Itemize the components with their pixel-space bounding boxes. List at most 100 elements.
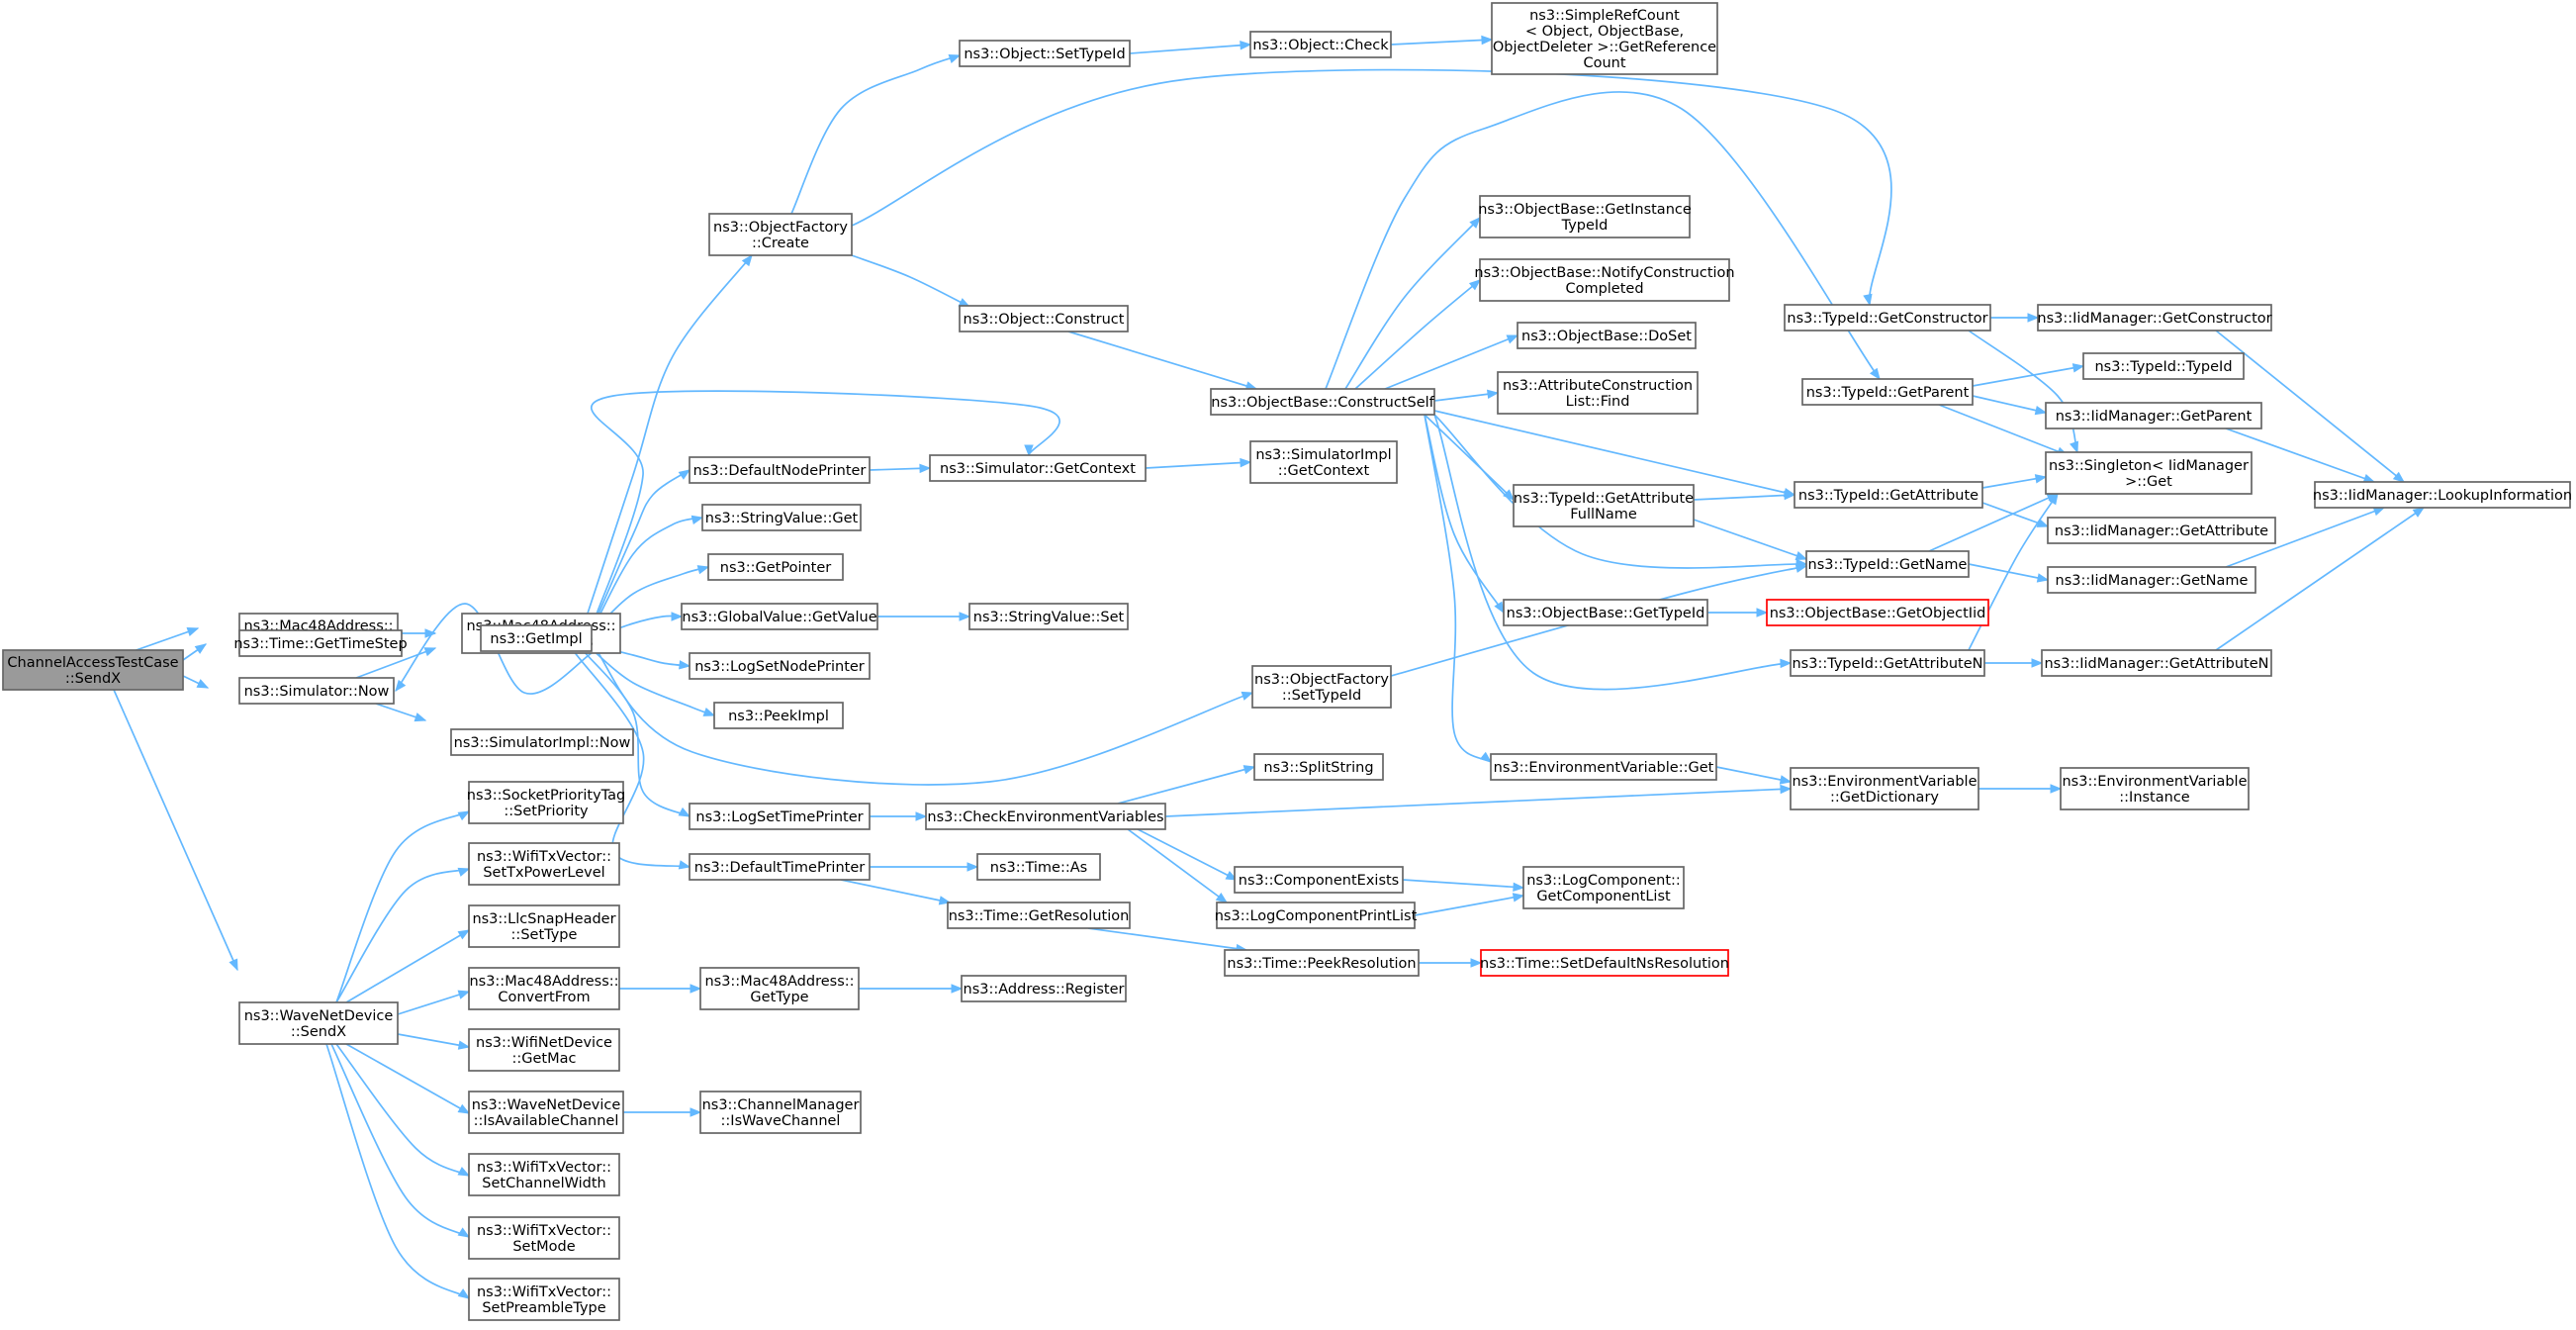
node-checkenv[interactable]: ns3::CheckEnvironmentVariables xyxy=(925,803,1166,830)
node-box xyxy=(1513,484,1695,527)
node-iid-getattributen[interactable]: ns3::IidManager::GetAttributeN xyxy=(2041,649,2272,677)
node-iid-getname[interactable]: ns3::IidManager::GetName xyxy=(2047,566,2256,594)
node-objbase-getobjectiid[interactable]: ns3::ObjectBase::GetObjectIid xyxy=(1766,599,1989,626)
node-typeid-getconstructor[interactable]: ns3::TypeId::GetConstructor xyxy=(1784,304,1991,332)
node-getpointer[interactable]: ns3::GetPointer xyxy=(707,553,844,581)
node-objbase-gettypeid[interactable]: ns3::ObjectBase::GetTypeId xyxy=(1503,599,1708,626)
node-time-as[interactable]: ns3::Time::As xyxy=(976,853,1101,881)
edge-checkenv-to-splitstring xyxy=(1117,766,1255,805)
edge-objbase_constructself-to-typeid_getparent xyxy=(1325,91,1881,390)
arrowhead-iid_getconstructor xyxy=(2027,313,2040,323)
arrowhead-iid_getname xyxy=(2036,573,2050,583)
node-logcomponentprintlist[interactable]: ns3::LogComponentPrintList xyxy=(1215,902,1418,929)
node-box xyxy=(1784,304,1991,332)
node-wifitxvector-settxpowerlevel[interactable]: ns3::WifiTxVector::SetTxPowerLevel xyxy=(468,842,620,886)
node-time-gettimestep[interactable]: ns3::Time::GetTimeStep xyxy=(233,629,408,657)
node-label: ObjectDeleter >::GetReference xyxy=(1493,40,1716,55)
node-globalvalue-getvalue[interactable]: ns3::GlobalValue::GetValue xyxy=(681,603,878,630)
edge-sim_getcontext-to-simimpl_getcontext xyxy=(1145,461,1251,469)
node-getimpl[interactable]: ns3::GetImpl xyxy=(480,624,593,652)
node-obj-construct[interactable]: ns3::Object::Construct xyxy=(959,305,1129,332)
node-label: ns3::EnvironmentVariable::Get xyxy=(1494,760,1714,776)
node-typeid-getparent[interactable]: ns3::TypeId::GetParent xyxy=(1801,378,1974,406)
node-stringvalue-set[interactable]: ns3::StringValue::Set xyxy=(968,603,1129,630)
node-typeid-getname[interactable]: ns3::TypeId::GetName xyxy=(1805,550,1970,578)
node-wifitxvector-setpreambletype[interactable]: ns3::WifiTxVector::SetPreambleType xyxy=(468,1278,620,1321)
node-time-getresolution[interactable]: ns3::Time::GetResolution xyxy=(947,902,1131,929)
edge-wave_sendx-to-wifitxvector_setmode xyxy=(330,1043,470,1238)
node-logsetnodeprinter[interactable]: ns3::LogSetNodePrinter xyxy=(689,652,871,680)
node-envvar-instance[interactable]: ns3::EnvironmentVariable::Instance xyxy=(2060,767,2250,810)
node-wifitxvector-setchannelwidth[interactable]: ns3::WifiTxVector::SetChannelWidth xyxy=(468,1153,620,1196)
node-sim-getcontext[interactable]: ns3::Simulator::GetContext xyxy=(929,454,1147,482)
node-objfactory-settypeid[interactable]: ns3::ObjectFactory::SetTypeId xyxy=(1251,665,1392,709)
node-sim-now[interactable]: ns3::Simulator::Now xyxy=(238,677,395,705)
node-time-peekresolution[interactable]: ns3::Time::PeekResolution xyxy=(1224,949,1420,977)
node-logcomponent-getlist[interactable]: ns3::LogComponent::GetComponentList xyxy=(1522,866,1685,909)
node-label: ns3::WifiTxVector:: xyxy=(477,1223,611,1239)
node-envvar-getdict[interactable]: ns3::EnvironmentVariable::GetDictionary xyxy=(1790,767,1979,810)
node-objbase-notifyconstruction[interactable]: ns3::ObjectBase::NotifyConstructionCompl… xyxy=(1474,258,1735,302)
node-label: >::Get xyxy=(2125,474,2172,490)
node-obj-check[interactable]: ns3::Object::Check xyxy=(1249,31,1392,58)
node-wifitxvector-setmode[interactable]: ns3::WifiTxVector::SetMode xyxy=(468,1216,620,1260)
node-llcsnapheader-settype[interactable]: ns3::LlcSnapHeader::SetType xyxy=(468,904,620,948)
node-logsettimeprinter[interactable]: ns3::LogSetTimePrinter xyxy=(689,803,871,830)
arrowhead-logsetnodeprinter xyxy=(679,660,691,670)
node-label: ::Instance xyxy=(2119,790,2190,806)
node-mac-convertfrom[interactable]: ns3::Mac48Address::ConvertFrom xyxy=(468,967,620,1010)
node-default-timeprinter[interactable]: ns3::DefaultTimePrinter xyxy=(689,853,871,881)
node-simimpl-getcontext[interactable]: ns3::SimulatorImpl::GetContext xyxy=(1249,440,1398,484)
node-label: ns3::TypeId::TypeId xyxy=(2094,359,2232,375)
node-wifinetdevice-getmac[interactable]: ns3::WifiNetDevice::GetMac xyxy=(468,1028,620,1072)
node-label: ::SetTypeId xyxy=(1282,688,1361,704)
arrowhead-singleton_get xyxy=(2070,440,2078,454)
node-label: ns3::EnvironmentVariable xyxy=(1792,774,1977,790)
node-objbase-constructself[interactable]: ns3::ObjectBase::ConstructSelf xyxy=(1210,388,1435,416)
node-peekimpl[interactable]: ns3::PeekImpl xyxy=(713,702,844,729)
node-splitstring[interactable]: ns3::SplitString xyxy=(1253,753,1384,781)
node-typeid-typeid[interactable]: ns3::TypeId::TypeId xyxy=(2082,352,2245,380)
node-label: ConvertFrom xyxy=(498,990,590,1005)
node-label: ns3::Time::GetTimeStep xyxy=(233,636,407,652)
node-address-register[interactable]: ns3::Address::Register xyxy=(961,975,1127,1002)
node-objfactory-create[interactable]: ns3::ObjectFactory::Create xyxy=(708,213,853,256)
node-iid-getconstructor[interactable]: ns3::IidManager::GetConstructor xyxy=(2037,304,2272,332)
node-simimpl-now[interactable]: ns3::SimulatorImpl::Now xyxy=(450,728,634,756)
node-label: ns3::IidManager::GetConstructor xyxy=(2037,311,2271,327)
node-iid-lookupinformation[interactable]: ns3::IidManager::LookupInformation xyxy=(2313,481,2572,509)
edge-typeid_getattribute-to-singleton_get xyxy=(1981,476,2047,489)
node-default-nodeprinter[interactable]: ns3::DefaultNodePrinter xyxy=(689,456,871,484)
node-singleton-get[interactable]: ns3::Singleton< IidManager>::Get xyxy=(2045,451,2253,495)
node-iid-getattribute[interactable]: ns3::IidManager::GetAttribute xyxy=(2047,517,2276,544)
node-sendx-test[interactable]: ChannelAccessTestCase::SendX xyxy=(2,649,184,691)
node-envvar-get[interactable]: ns3::EnvironmentVariable::Get xyxy=(1490,753,1717,781)
node-simplerefcount[interactable]: ns3::SimpleRefCount< Object, ObjectBase,… xyxy=(1491,2,1718,75)
node-socketprioritytag-setpriority[interactable]: ns3::SocketPriorityTag::SetPriority xyxy=(467,781,625,824)
node-obj-settypeid[interactable]: ns3::Object::SetTypeId xyxy=(959,40,1131,67)
edge-objbase_constructself-to-typeid_getattributen xyxy=(1433,414,1792,691)
node-label: ns3::Simulator::GetContext xyxy=(940,461,1136,477)
node-componentexists[interactable]: ns3::ComponentExists xyxy=(1234,866,1404,894)
node-label: SetTxPowerLevel xyxy=(483,865,604,881)
arrowhead-objfactory_settypeid xyxy=(1241,691,1254,701)
node-typeid-getattribute[interactable]: ns3::TypeId::GetAttribute xyxy=(1794,481,1983,509)
node-channelmanager-iswavechannel[interactable]: ns3::ChannelManager::IsWaveChannel xyxy=(699,1091,862,1134)
node-label: ns3::ObjectFactory xyxy=(713,220,848,236)
edge-default_timeprinter-to-time_getresolution xyxy=(840,879,951,903)
node-wave-isavailablechannel[interactable]: ns3::WaveNetDevice::IsAvailableChannel xyxy=(468,1091,624,1134)
node-mac-gettype[interactable]: ns3::Mac48Address::GetType xyxy=(699,967,860,1010)
node-time-setdefaultns[interactable]: ns3::Time::SetDefaultNsResolution xyxy=(1480,949,1729,977)
node-objbase-doset[interactable]: ns3::ObjectBase::DoSet xyxy=(1517,322,1697,349)
node-stringvalue-get[interactable]: ns3::StringValue::Get xyxy=(701,504,862,531)
node-iid-getparent[interactable]: ns3::IidManager::GetParent xyxy=(2045,402,2262,429)
node-box xyxy=(1805,550,1970,578)
node-typeid-getattributen[interactable]: ns3::TypeId::GetAttributeN xyxy=(1790,649,1985,677)
arrowhead-singleton_get xyxy=(2034,474,2048,484)
node-wave-sendx[interactable]: ns3::WaveNetDevice::SendX xyxy=(238,1001,399,1045)
edge-wave_sendx-to-wave_isavailablechannel xyxy=(345,1043,470,1114)
